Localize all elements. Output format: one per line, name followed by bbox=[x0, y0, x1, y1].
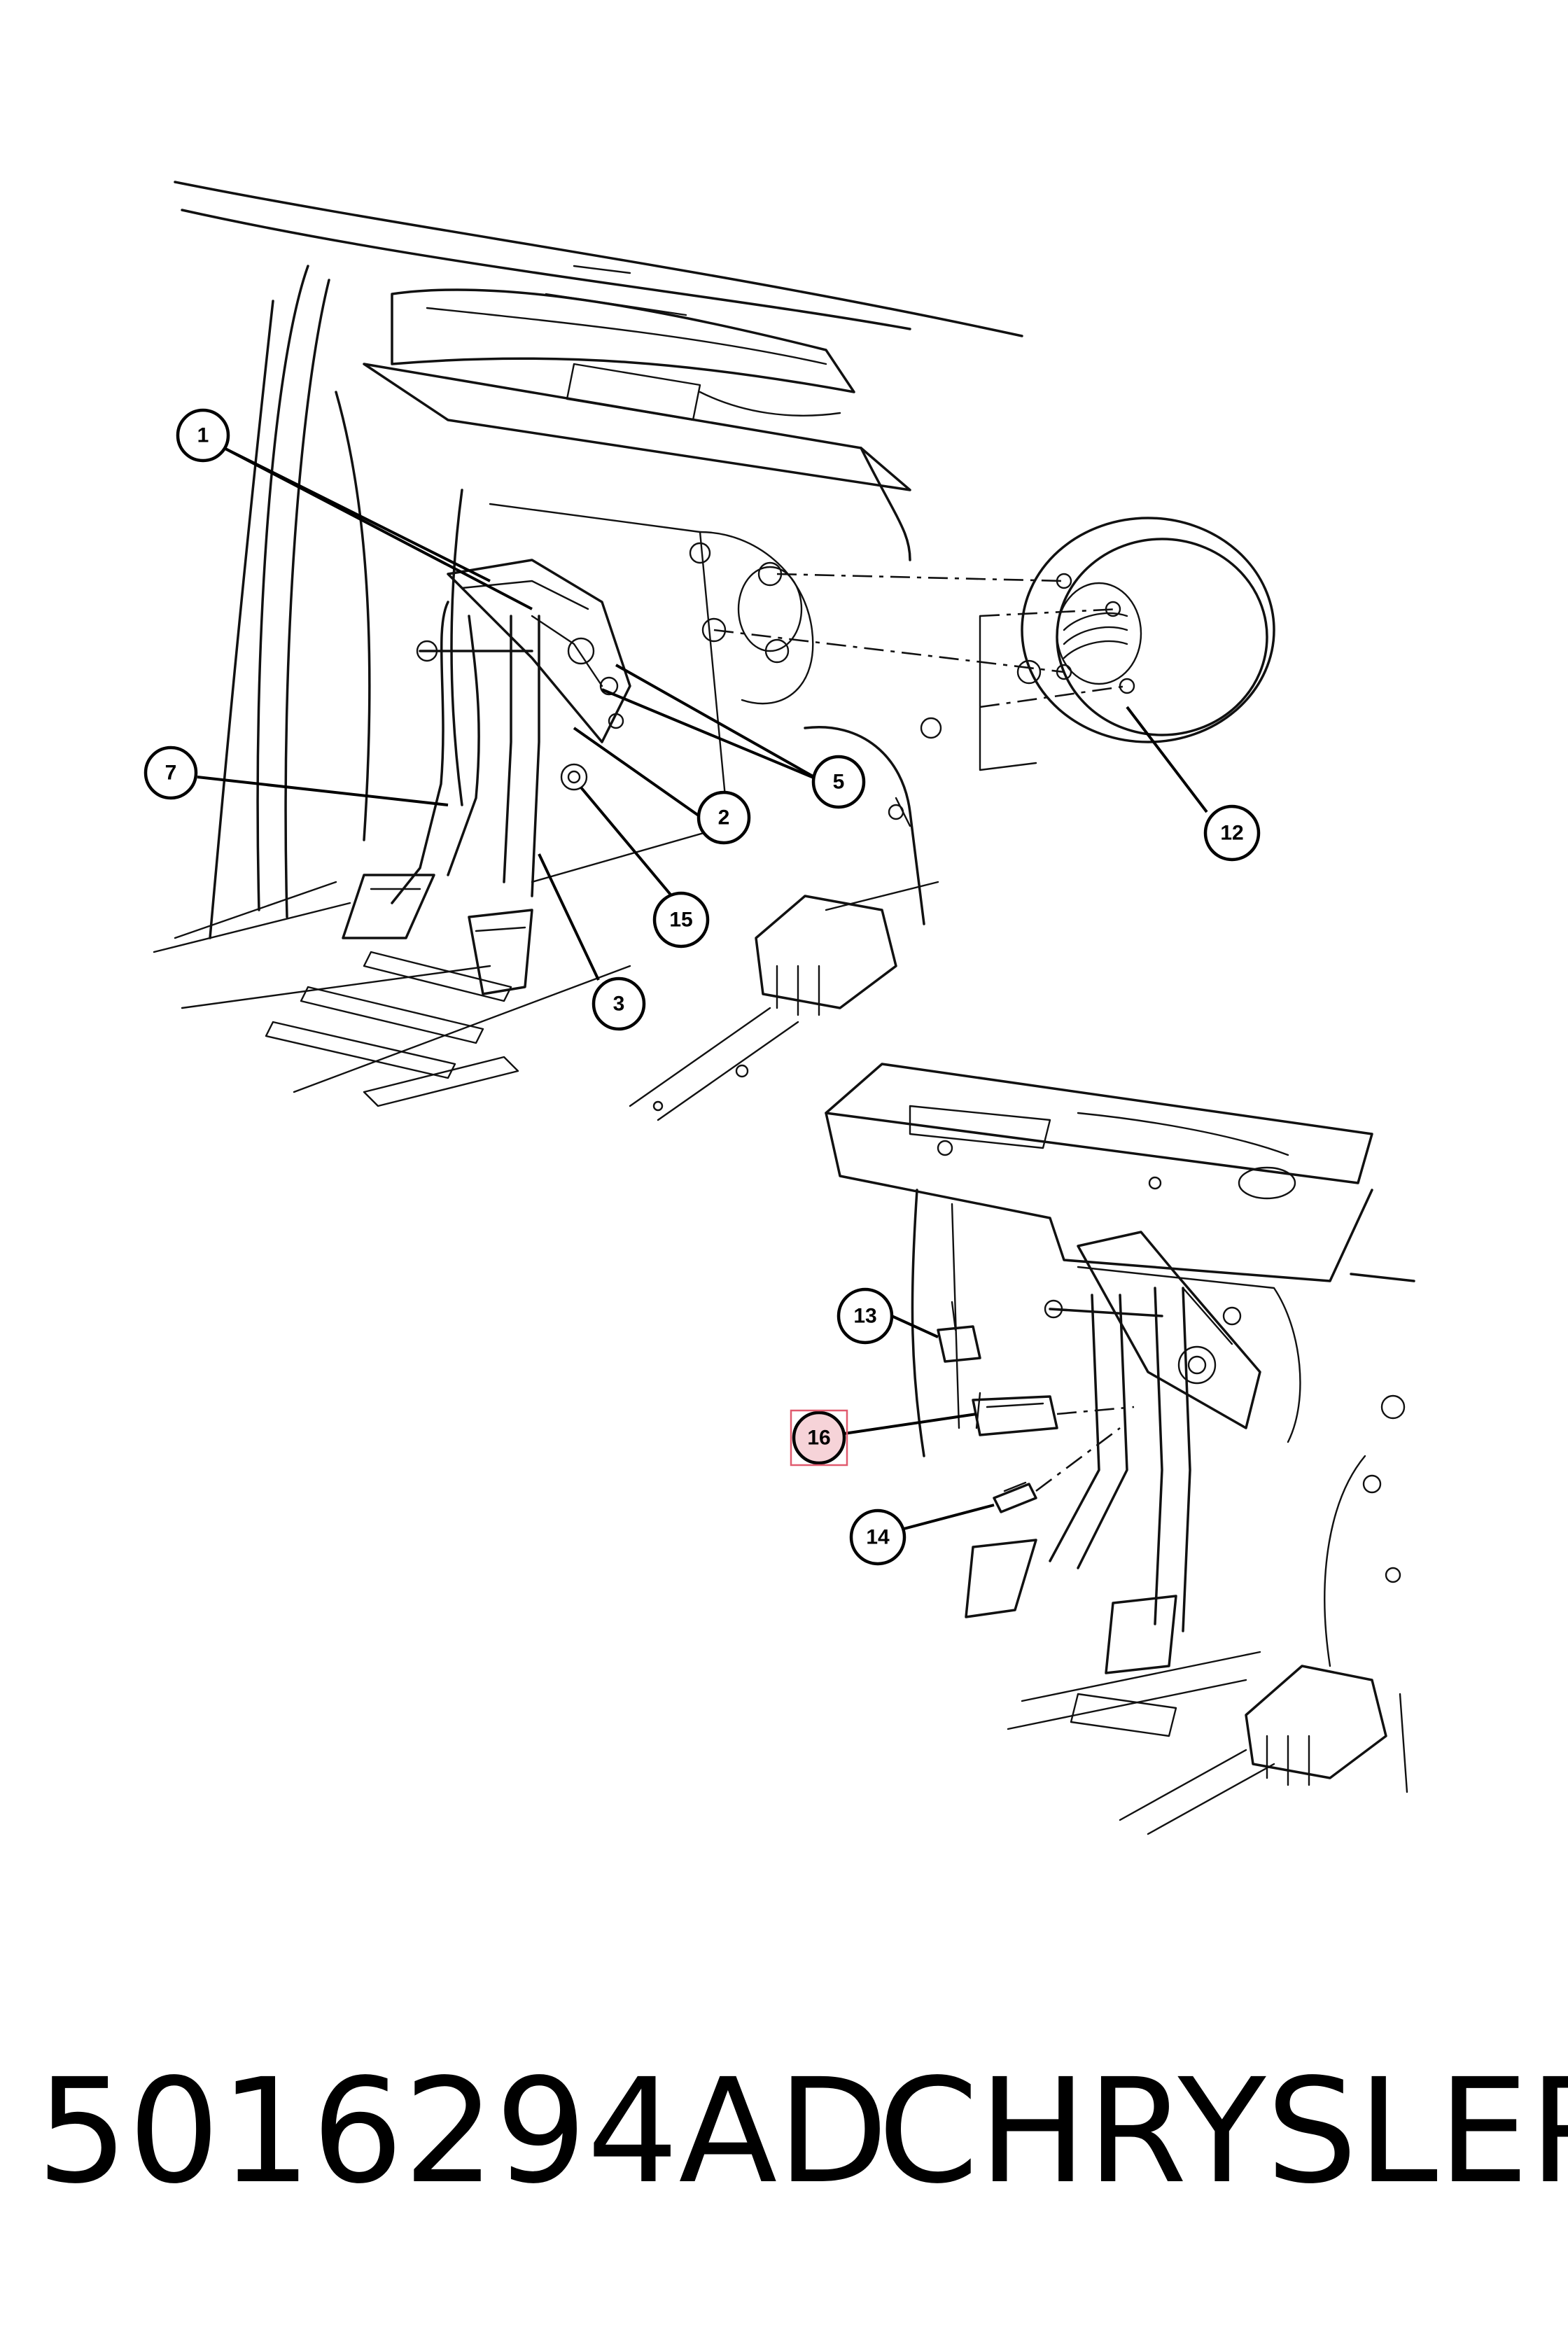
upper-pedal-assembly-illustration bbox=[153, 181, 1275, 1121]
brand-text: CHRYSLER bbox=[878, 2047, 1568, 2216]
callout-5: 5 bbox=[811, 755, 866, 809]
lower-switch-assembly-illustration bbox=[825, 1063, 1415, 1835]
callout-1: 1 bbox=[176, 408, 230, 463]
callout-7-label: 7 bbox=[165, 762, 177, 785]
callout-14-label: 14 bbox=[866, 1526, 890, 1549]
callout-13-label: 13 bbox=[853, 1305, 876, 1328]
callout-16: 16 bbox=[790, 1409, 848, 1466]
part-number-text: 5016294AD bbox=[36, 2047, 888, 2216]
callout-12: 12 bbox=[1203, 804, 1261, 862]
callout-2: 2 bbox=[696, 790, 751, 845]
callout-5-label: 5 bbox=[833, 771, 845, 794]
callout-12-label: 12 bbox=[1220, 822, 1243, 845]
leader-lines bbox=[197, 447, 1208, 1533]
callout-15-label: 15 bbox=[669, 909, 692, 932]
callout-3: 3 bbox=[592, 976, 646, 1031]
callout-15: 15 bbox=[652, 891, 710, 948]
callout-7: 7 bbox=[144, 746, 198, 800]
callout-3-label: 3 bbox=[613, 993, 625, 1016]
callout-16-label: 16 bbox=[807, 1427, 830, 1450]
callout-2-label: 2 bbox=[718, 806, 730, 830]
callout-1-label: 1 bbox=[197, 424, 209, 447]
callout-14: 14 bbox=[849, 1508, 906, 1566]
callout-13: 13 bbox=[836, 1287, 894, 1345]
